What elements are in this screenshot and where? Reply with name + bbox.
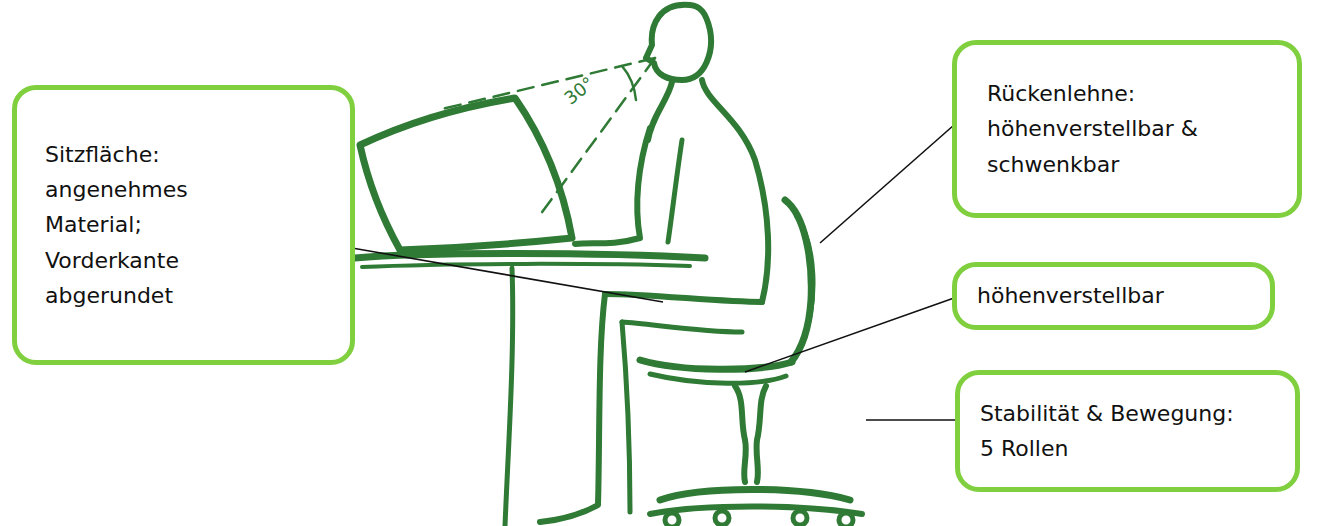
person-arm — [668, 140, 682, 242]
person-thigh — [622, 322, 742, 332]
callout-text: höhenverstellbar — [977, 278, 1257, 313]
person-leg — [540, 294, 605, 522]
chair-wheel — [793, 511, 807, 525]
person-arm — [575, 128, 650, 244]
desk-top — [362, 264, 690, 267]
callout-text: Rückenlehne: höhenverstellbar & schwenkb… — [987, 76, 1222, 182]
leader-line — [352, 248, 663, 302]
callout-box: Stabilität & Bewegung: 5 Rollen — [955, 370, 1300, 492]
person-leg — [622, 322, 630, 512]
chair-column — [735, 386, 746, 482]
callout-box: Sitzfläche: angenehmes Material; Vorderk… — [12, 85, 355, 365]
leader-line — [745, 298, 954, 372]
chair-wheel — [715, 511, 729, 525]
person-thigh — [605, 294, 762, 302]
chair-wheel — [839, 513, 853, 526]
person-head — [646, 5, 711, 80]
chair-wheel — [665, 513, 679, 526]
callout-text: Stabilität & Bewegung: 5 Rollen — [980, 396, 1245, 466]
chair-seat — [650, 374, 786, 383]
person-back — [702, 80, 768, 302]
chair-backrest — [785, 200, 811, 362]
leader-line — [866, 419, 957, 421]
chair-seat — [640, 360, 792, 369]
desk-leg — [505, 268, 513, 526]
chair-base — [650, 507, 862, 515]
chair-base — [660, 490, 850, 501]
monitor-outline — [360, 98, 572, 250]
angle-label: 30° — [560, 72, 598, 108]
leader-line — [820, 125, 954, 243]
callout-box: Rückenlehne: höhenverstellbar & schwenkb… — [952, 40, 1302, 218]
chair-backrest — [796, 216, 813, 346]
chair-column — [757, 386, 766, 482]
callout-box: höhenverstellbar — [952, 262, 1275, 330]
angle-arc — [622, 66, 636, 100]
callout-text: Sitzfläche: angenehmes Material; Vorderk… — [45, 137, 210, 313]
